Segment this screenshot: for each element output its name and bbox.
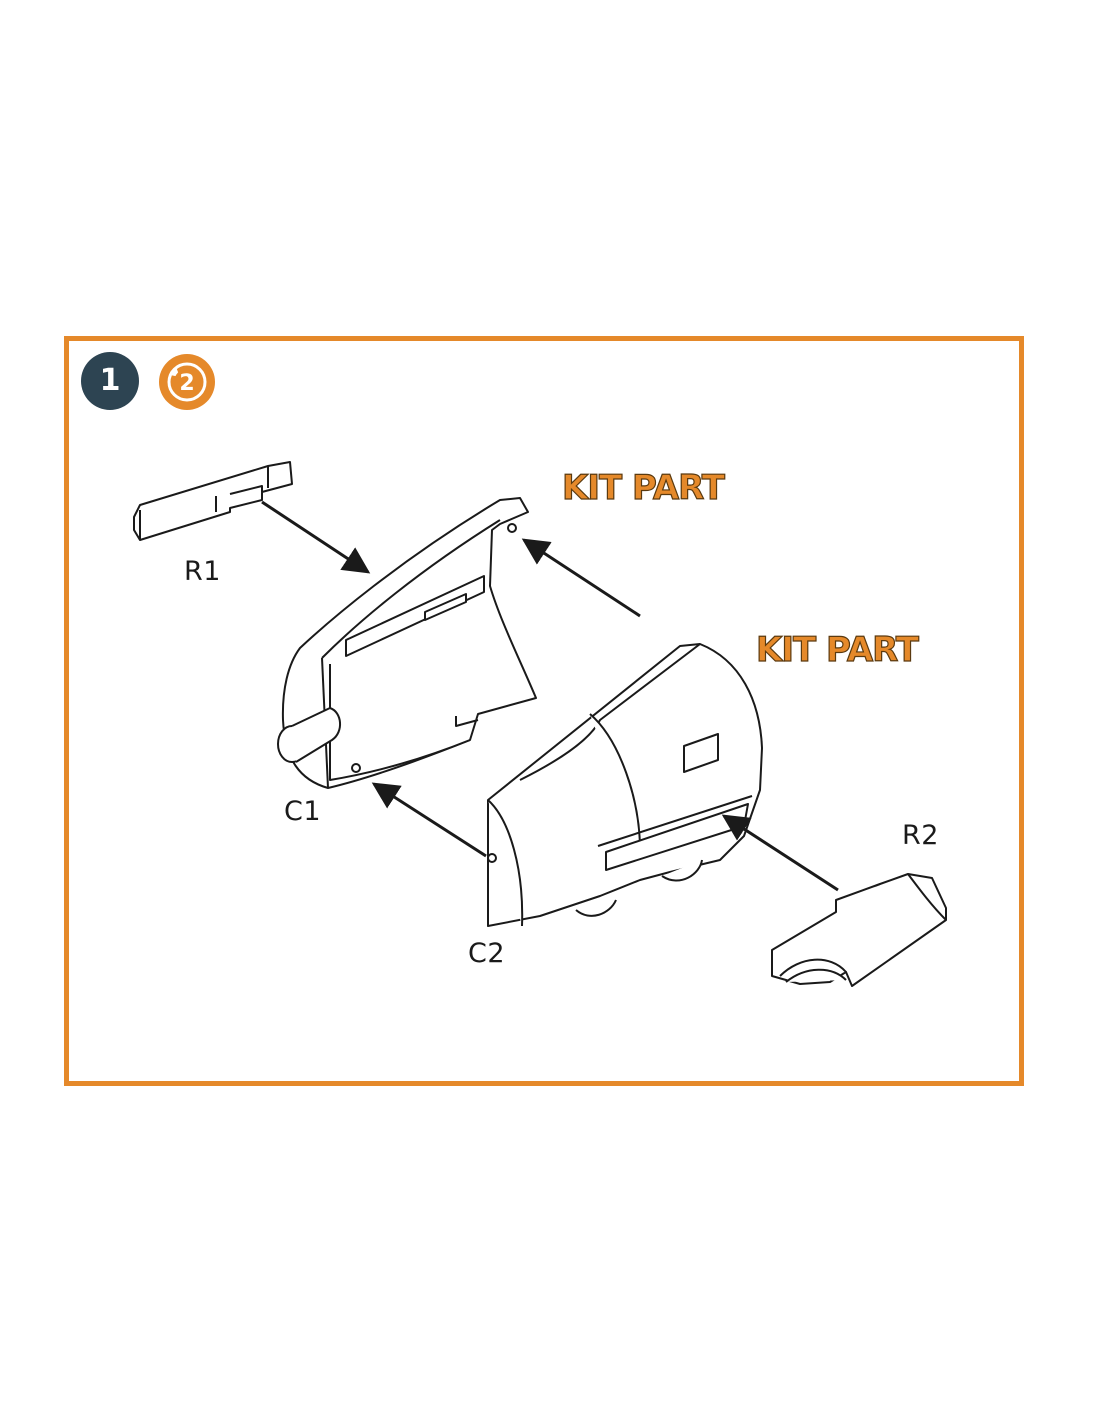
step-number-badge: 1 bbox=[81, 352, 139, 410]
kit-part-label-bottom: KIT PART bbox=[755, 629, 919, 670]
part-label-c2: C2 bbox=[468, 938, 506, 969]
part-label-r2: R2 bbox=[902, 820, 939, 851]
part-label-r1: R1 bbox=[184, 556, 221, 587]
part-r2 bbox=[771, 873, 947, 987]
part-c1 bbox=[277, 497, 537, 789]
part-r1 bbox=[133, 461, 293, 541]
reference-step-number: 2 bbox=[179, 371, 194, 396]
instruction-frame bbox=[64, 336, 1024, 1086]
kit-part-label-top: KIT PART bbox=[561, 467, 725, 508]
part-label-c1: C1 bbox=[284, 796, 322, 827]
assembly-arrows bbox=[261, 500, 839, 892]
arrow-r1-to-c1 bbox=[261, 500, 371, 574]
arrow-r2-to-c2 bbox=[721, 814, 839, 892]
arrow-c2-to-c1 bbox=[371, 782, 487, 858]
rotate-step-icon: 2 bbox=[159, 354, 215, 410]
arrow-kit-part-to-c1 bbox=[521, 538, 641, 618]
part-c2 bbox=[487, 643, 763, 927]
